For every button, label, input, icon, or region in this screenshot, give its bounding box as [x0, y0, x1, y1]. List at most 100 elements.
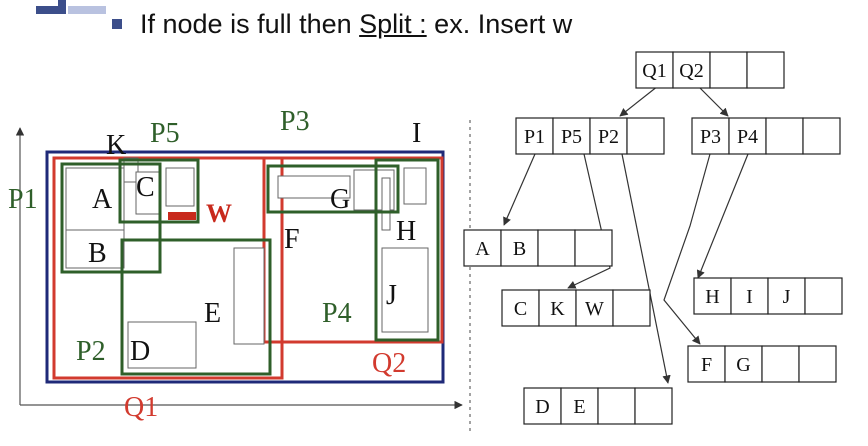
tree-node-cell — [634, 387, 673, 425]
heading-text-after: ex. Insert w — [426, 9, 573, 39]
label-a: A — [92, 184, 113, 215]
tree-node-cell — [693, 277, 732, 315]
q1-rect — [52, 156, 284, 380]
label-p3: P3 — [280, 106, 310, 137]
tree-node-cell — [728, 117, 767, 155]
label-c: C — [136, 172, 155, 203]
tree-node-cell — [687, 345, 726, 383]
tree-arrows — [503, 85, 749, 384]
label-p4: P4 — [322, 298, 352, 329]
tree-node-entry: A — [475, 238, 490, 260]
tree-node-cell — [523, 387, 562, 425]
label-e: E — [204, 298, 221, 329]
tree-node-entry: Q2 — [679, 60, 703, 82]
tree-node-entry: G — [736, 354, 750, 376]
tree-node-entry: W — [585, 298, 604, 320]
tree-node-node-q2: P3 P4 — [691, 117, 841, 155]
spatial-labels: P1 P5 P3 K I A C W B G F H J E P4 P2 D Q… — [8, 106, 421, 423]
arrow-root-to-q1-node — [619, 85, 659, 117]
tree-node-cell — [537, 229, 576, 267]
p4-rect — [374, 158, 440, 342]
label-i: I — [412, 118, 421, 149]
tree-node-entry: P1 — [524, 126, 545, 148]
tree-node-cell — [635, 51, 674, 89]
tree-node-cell — [765, 117, 804, 155]
arrow-p3-to-leaf — [663, 153, 711, 345]
arrow-p4-to-leaf — [696, 153, 749, 279]
tree-node-cell — [501, 289, 540, 327]
tree-node-cell — [767, 277, 806, 315]
object-i-rect — [403, 167, 427, 205]
tree-node-entry: Q1 — [642, 60, 666, 82]
bullet-icon — [112, 18, 122, 29]
tree-node-cell — [626, 117, 665, 155]
tree-node-entry: I — [746, 286, 753, 308]
arrow-p2-to-leaf — [621, 153, 671, 384]
object-d-rect — [127, 321, 197, 369]
label-d: D — [130, 336, 150, 367]
tree-node-cell — [515, 117, 554, 155]
p2-rect — [120, 238, 272, 376]
tree-node-entry: C — [514, 298, 527, 320]
tree-node-cell — [597, 387, 636, 425]
label-k: K — [106, 130, 126, 161]
object-w-rect — [168, 212, 196, 220]
tree-node-cell — [691, 117, 730, 155]
tree-node-cell — [463, 229, 502, 267]
label-p5: P5 — [150, 118, 180, 149]
tree-node-node-q1: P1 P5 P2 — [515, 117, 665, 155]
heading-text-before: If node is full then — [140, 9, 360, 39]
tree-node-cell — [804, 277, 843, 315]
label-j: J — [386, 280, 397, 311]
tree-node-cell — [746, 51, 785, 89]
arrow-p5-to-leaf — [567, 153, 611, 289]
label-p1: P1 — [8, 184, 38, 215]
tree-node-entry: E — [573, 396, 585, 418]
tree-node-entry: P4 — [737, 126, 758, 148]
tree-node-entry: D — [535, 396, 549, 418]
label-b: B — [88, 238, 107, 269]
tree-node-cell — [761, 345, 800, 383]
arrow-root-to-q2-node — [697, 85, 729, 117]
object-j-rect — [381, 247, 429, 333]
tree-node-cell — [724, 345, 763, 383]
label-q1: Q1 — [124, 392, 158, 423]
tree-node-cell — [574, 229, 613, 267]
slide-corner-decoration — [36, 0, 106, 14]
heading-split-word: Split : — [359, 9, 427, 39]
p5-rect — [118, 158, 200, 224]
object-box-rect — [165, 167, 195, 207]
p3-rect — [266, 164, 400, 214]
object-h-rect — [381, 177, 391, 231]
tree-node-cell — [798, 345, 837, 383]
tree-node-cell — [672, 51, 711, 89]
label-w: W — [206, 199, 232, 228]
object-g-rect — [277, 175, 351, 199]
tree-node-entry: P2 — [598, 126, 619, 148]
label-g: G — [330, 184, 350, 215]
tree-node-entry: J — [783, 286, 791, 308]
tree-node-entry: B — [513, 238, 526, 260]
tree-node-entry: K — [550, 298, 565, 320]
label-h: H — [396, 216, 416, 247]
tree-node-entry: P3 — [700, 126, 721, 148]
tree-node-entry: P5 — [561, 126, 582, 148]
slide-heading: If node is full then Split : ex. Insert … — [112, 4, 572, 44]
tree-node-cell — [589, 117, 628, 155]
tree-node-cell — [560, 387, 599, 425]
object-e-rect — [233, 247, 265, 345]
object-b-rect — [65, 229, 125, 269]
tree-node-cell — [709, 51, 748, 89]
p1-rect — [60, 162, 162, 274]
tree-node-cell — [802, 117, 841, 155]
spatial-panel — [45, 150, 445, 384]
label-q2: Q2 — [372, 348, 406, 379]
tree-node-cell — [575, 289, 614, 327]
